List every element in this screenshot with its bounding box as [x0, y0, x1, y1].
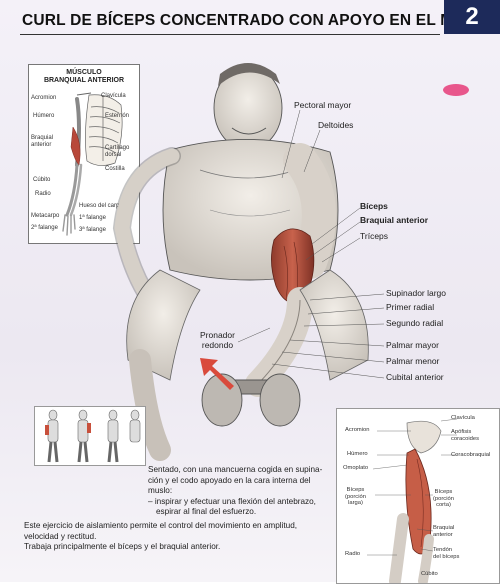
lbl-falange2: 2ª falange: [31, 225, 58, 231]
exercise-body-text: Este ejercicio de aislamiento permite el…: [24, 521, 354, 553]
page-number-badge: 2: [444, 0, 500, 34]
mini-figures-panel: [34, 406, 146, 466]
lbl-braquial-2: anterior: [31, 142, 52, 148]
callout-pronador-line2: redondo: [201, 340, 234, 350]
lbl-acromion: Acromion: [31, 95, 57, 101]
lbl-braquial-1: Braquial: [31, 135, 54, 141]
arm-lbl-biceps-larga-2: (porción: [345, 493, 366, 500]
callout-pronador: Pronador redondo: [200, 330, 235, 350]
arm-lbl-biceps-larga-3: larga): [348, 500, 363, 506]
page-title: CURL DE BÍCEPS CONCENTRADO CON APOYO EN …: [22, 12, 498, 29]
lbl-clavicula: Clavícula: [101, 93, 126, 99]
arm-lbl-omoplato: Omoplato: [343, 465, 369, 471]
callout-palmar-menor: Palmar menor: [386, 356, 440, 366]
arm-lbl-acromion: Acromion: [345, 427, 370, 433]
body-line1: Este ejercicio de aislamiento permite el…: [24, 521, 298, 530]
arm-lbl-apofisis-2: coracoides: [451, 435, 480, 442]
desc-line3: muslo:: [148, 486, 173, 496]
lbl-metacarpo: Metacarpo: [31, 213, 60, 219]
arm-lbl-biceps-larga: Bíceps (porción larga): [345, 487, 366, 507]
lbl-radio: Radio: [35, 191, 51, 197]
callout-triceps: Tríceps: [360, 231, 389, 241]
arm-lbl-biceps-corta-3: corta): [436, 502, 451, 508]
arm-lbl-apofisis-1: Apófisis: [451, 429, 472, 435]
callout-pronador-line1: Pronador: [200, 330, 235, 340]
arm-lbl-radio: Radio: [345, 551, 361, 557]
lbl-hueso-carpo: Hueso del carpo: [79, 203, 123, 209]
arm-lbl-biceps-corta: Bíceps (porción corta): [433, 489, 454, 509]
callout-cubital: Cubital anterior: [386, 372, 444, 382]
arm-lbl-tendon: Tendón del bíceps: [433, 547, 459, 560]
desc-line4: – inspirar y efectuar una flexión del an…: [148, 496, 316, 506]
inset-title-line2: BRANQUIAL ANTERIOR: [43, 77, 125, 84]
exercise-description: Sentado, con una mancuerna cogida en sup…: [148, 465, 358, 518]
callout-pectoral: Pectoral mayor: [294, 100, 352, 110]
arm-lbl-cubito: Cúbito: [421, 571, 438, 577]
callout-palmar-mayor: Palmar mayor: [386, 340, 439, 350]
arm-lbl-humero: Húmero: [347, 451, 368, 457]
lbl-cartilago-1: Cartílago: [105, 145, 130, 151]
inset-skeleton-panel: MÚSCULO BRANQUIAL ANTERIOR Acromion Clav…: [28, 64, 140, 244]
callout-primer-radial: Primer radial: [386, 302, 435, 312]
arm-lbl-apofisis: Apófisis coracoides: [451, 429, 479, 442]
mini-figures-illustration: [45, 409, 141, 463]
inset-title: MÚSCULO BRANQUIAL ANTERIOR: [29, 69, 139, 85]
skeleton-arm-illustration: [62, 92, 123, 236]
arm-lbl-braquial: Braquial anterior: [433, 525, 454, 538]
arm-lbl-braquial-2: anterior: [433, 531, 453, 538]
lbl-esternon: Esternón: [105, 113, 130, 119]
lbl-humero: Húmero: [33, 113, 55, 119]
callout-deltoides: Deltoides: [318, 120, 354, 130]
lbl-cubito: Cúbito: [33, 177, 51, 183]
desc-line2: ción y el codo apoyado en la cara intern…: [148, 475, 311, 485]
arm-anatomy-illustration: [367, 418, 458, 583]
pink-tab-marker: [443, 84, 469, 96]
body-line2: velocidad y rectitud.: [24, 531, 97, 541]
arm-lbl-biceps-larga-1: Bíceps: [346, 487, 365, 493]
desc-line1: Sentado, con una mancuerna cogida en sup…: [148, 465, 323, 474]
callout-supinador: Supinador largo: [386, 288, 447, 298]
lbl-falange1: 1ª falange: [79, 215, 106, 221]
arm-anatomy-panel: Clavícula Apófisis coracoides Acromion C…: [336, 408, 500, 584]
arm-lbl-coracobraquial: Coracobraquial: [451, 452, 491, 458]
arm-lbl-clavicula: Clavícula: [451, 415, 475, 421]
callout-biceps: Bíceps: [360, 201, 388, 211]
arm-lbl-tendon-2: del bíceps: [433, 553, 460, 560]
arm-lbl-tendon-1: Tendón: [433, 547, 453, 553]
arm-lbl-braquial-1: Braquial: [433, 525, 455, 531]
arm-lbl-biceps-corta-2: (porción: [433, 495, 454, 502]
callout-braquial: Braquial anterior: [360, 215, 429, 225]
lbl-falange3: 3ª falange: [79, 227, 106, 233]
lbl-costilla: Costilla: [105, 166, 125, 172]
inset-title-line1: MÚSCULO: [66, 69, 102, 76]
body-line3: Trabaja principalmente el bíceps y el br…: [24, 542, 221, 552]
lbl-cartilago-2: dorsal: [105, 152, 122, 158]
motion-arrow-icon: [200, 358, 234, 390]
callout-segundo-radial: Segundo radial: [386, 318, 444, 328]
title-rule: [20, 34, 440, 35]
desc-line5: espirar al final del esfuerzo.: [156, 507, 257, 517]
main-athlete-illustration: [112, 63, 385, 461]
arm-lbl-biceps-corta-1: Bíceps: [434, 489, 453, 495]
